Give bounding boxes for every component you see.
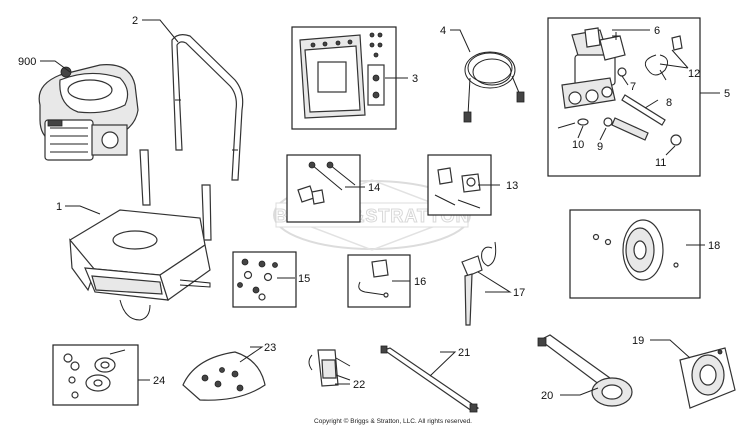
bolts-knobs-kit-14[interactable] [297, 161, 356, 205]
hose-part[interactable] [463, 51, 525, 123]
leader-lines [40, 19, 720, 396]
callout-15: 15 [298, 273, 310, 285]
callout-8: 8 [666, 97, 672, 109]
callout-19: 19 [632, 335, 644, 347]
bolts-knobs-kit-13[interactable] [434, 167, 481, 209]
callout-3: 3 [412, 73, 418, 85]
callout-14: 14 [368, 182, 380, 194]
copyright-text: Copyright © Briggs & Stratton, LLC. All … [314, 418, 472, 425]
callout-18: 18 [708, 240, 720, 252]
callout-11: 11 [655, 157, 666, 169]
callout-12: 12 [688, 68, 700, 80]
callout-9: 9 [597, 141, 603, 153]
knob-kit-16[interactable] [358, 259, 389, 298]
hardware-kit-15[interactable] [237, 258, 278, 301]
callout-24: 24 [153, 375, 165, 387]
callout-16: 16 [414, 276, 426, 288]
nozzle-part-20[interactable] [537, 334, 633, 407]
callout-5: 5 [724, 88, 730, 100]
frame-part[interactable] [69, 149, 212, 321]
holder-part-22[interactable] [308, 349, 351, 387]
wheel-part[interactable] [592, 219, 679, 281]
callout-2: 2 [132, 15, 138, 27]
callout-22: 22 [353, 379, 365, 391]
spray-gun-part-17[interactable] [461, 241, 497, 326]
callout-13: 13 [506, 180, 518, 192]
bearing-kit-24[interactable] [63, 349, 126, 399]
callout-labels: 900 2 1 3 4 5 6 7 8 9 10 11 12 13 14 15 … [18, 15, 730, 402]
callout-4: 4 [440, 25, 446, 37]
callout-900: 900 [18, 56, 36, 68]
callout-21: 21 [458, 347, 470, 359]
wand-part-21[interactable] [380, 345, 480, 413]
engine-part[interactable] [38, 64, 139, 161]
pump-part[interactable] [557, 27, 683, 146]
callout-7: 7 [630, 81, 636, 93]
handle-part[interactable] [171, 34, 244, 181]
callout-10: 10 [572, 139, 584, 151]
callout-17: 17 [513, 287, 525, 299]
callout-1: 1 [56, 201, 62, 213]
copyright-notice: Copyright © Briggs & Stratton, LLC. All … [0, 418, 750, 425]
callout-23: 23 [264, 342, 276, 354]
hardware-bag-23[interactable] [182, 351, 266, 401]
part-14-box [286, 154, 361, 223]
callout-6: 6 [654, 25, 660, 37]
control-panel-part[interactable] [299, 32, 385, 119]
hose-holder-part-19[interactable] [679, 347, 736, 409]
callout-20: 20 [541, 390, 553, 402]
